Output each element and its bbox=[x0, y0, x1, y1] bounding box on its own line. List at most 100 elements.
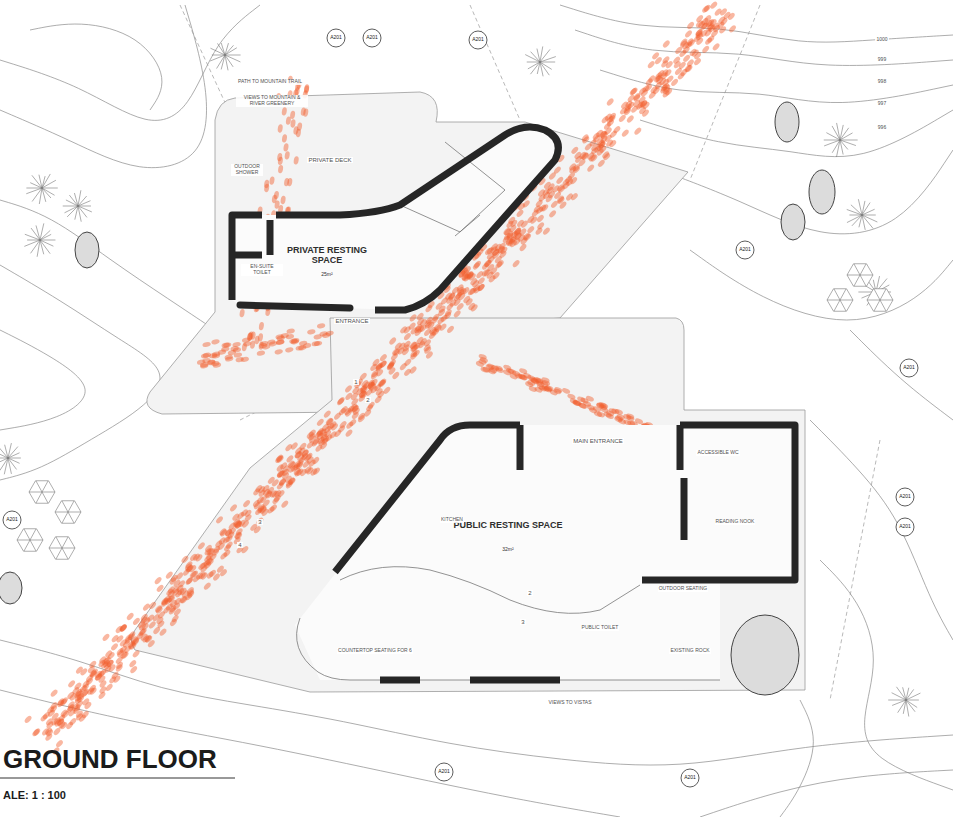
footprint bbox=[283, 143, 289, 152]
tree-branch bbox=[26, 188, 42, 194]
footprint bbox=[367, 381, 376, 390]
footprint bbox=[550, 200, 559, 209]
footprint bbox=[241, 519, 250, 528]
footprint bbox=[629, 86, 638, 95]
section-marker bbox=[3, 511, 21, 529]
footprint bbox=[202, 341, 211, 348]
footprint bbox=[476, 283, 485, 292]
contour-line bbox=[820, 560, 953, 790]
tree-branch bbox=[892, 693, 906, 700]
footprint bbox=[375, 387, 384, 396]
footprint bbox=[88, 684, 97, 693]
footprint bbox=[49, 688, 58, 697]
footprint bbox=[325, 417, 334, 426]
room-label: MAIN ENTRANCE bbox=[572, 438, 624, 445]
footprint bbox=[311, 438, 320, 447]
umbrella-symbol bbox=[55, 501, 81, 524]
tree-branch bbox=[40, 240, 50, 254]
tree-branch bbox=[528, 62, 540, 69]
tree-symbol bbox=[824, 123, 858, 157]
footprint bbox=[357, 414, 366, 423]
footprint bbox=[131, 649, 140, 658]
contour-line bbox=[575, 30, 953, 65]
building-outline bbox=[215, 115, 575, 320]
footprint bbox=[386, 361, 395, 370]
footprint bbox=[115, 663, 124, 672]
footprint bbox=[626, 114, 635, 123]
contour-line bbox=[30, 24, 162, 110]
footprint bbox=[403, 332, 412, 341]
footprint bbox=[271, 496, 280, 505]
contour-line bbox=[0, 5, 207, 168]
footprint bbox=[565, 192, 574, 201]
footprint bbox=[567, 393, 577, 401]
footprint bbox=[277, 156, 283, 165]
umbrella-symbol bbox=[867, 289, 893, 312]
footprint bbox=[437, 304, 446, 313]
tree-branch bbox=[840, 133, 853, 140]
footprint bbox=[695, 37, 704, 46]
tree-branch bbox=[862, 215, 865, 230]
contour-lines bbox=[0, 5, 953, 817]
tree-branch bbox=[849, 215, 862, 216]
footprint bbox=[511, 259, 520, 268]
section-marker bbox=[736, 241, 754, 259]
tree-branch bbox=[824, 140, 840, 146]
footprint bbox=[234, 520, 243, 529]
building-floor bbox=[295, 425, 795, 680]
tree-branch bbox=[225, 55, 228, 70]
footprint bbox=[344, 428, 353, 437]
footprint bbox=[119, 645, 128, 654]
footprint bbox=[216, 564, 225, 573]
footprint bbox=[596, 402, 606, 410]
footprint bbox=[606, 97, 615, 106]
footprint bbox=[231, 512, 240, 521]
footprint bbox=[255, 516, 264, 525]
footprint bbox=[401, 347, 410, 356]
tree-branch bbox=[537, 49, 540, 62]
footprint bbox=[184, 576, 193, 585]
tree-branch bbox=[39, 188, 42, 204]
tree-branch bbox=[8, 458, 21, 459]
tree-branch bbox=[906, 700, 917, 707]
rock bbox=[775, 102, 799, 142]
footprint bbox=[497, 245, 506, 254]
footprint bbox=[192, 574, 201, 583]
footprint bbox=[355, 387, 364, 396]
footprint bbox=[351, 404, 360, 413]
footprint bbox=[595, 402, 605, 410]
contour-level: 997 bbox=[877, 101, 887, 107]
footprint bbox=[148, 620, 157, 629]
footprint bbox=[306, 455, 315, 464]
footprint bbox=[259, 342, 268, 349]
footprint bbox=[647, 60, 656, 69]
footprint bbox=[599, 130, 608, 139]
tree-branch bbox=[40, 240, 55, 241]
footprint bbox=[233, 352, 242, 359]
footprint bbox=[408, 365, 417, 374]
footprint bbox=[184, 560, 193, 569]
contour-level: 996 bbox=[877, 125, 887, 131]
tree-symbol bbox=[525, 46, 556, 76]
footprint bbox=[344, 408, 353, 417]
footprint bbox=[446, 325, 455, 334]
footprint bbox=[413, 328, 422, 337]
footprint bbox=[129, 665, 138, 674]
tree-branch bbox=[847, 215, 862, 223]
footprint bbox=[379, 353, 388, 362]
footprint bbox=[274, 200, 280, 209]
footprint bbox=[581, 133, 590, 142]
tree-branch bbox=[210, 55, 225, 61]
footprint bbox=[507, 368, 517, 376]
footprint bbox=[175, 584, 184, 593]
footprint bbox=[59, 698, 68, 707]
tree-branch bbox=[218, 43, 225, 55]
tree-branch bbox=[530, 62, 540, 74]
footprint bbox=[701, 4, 710, 13]
contour-line bbox=[0, 265, 160, 480]
footprint bbox=[83, 701, 92, 710]
rock bbox=[0, 572, 22, 604]
title-rule bbox=[0, 778, 235, 779]
tree-branch bbox=[5, 445, 8, 458]
